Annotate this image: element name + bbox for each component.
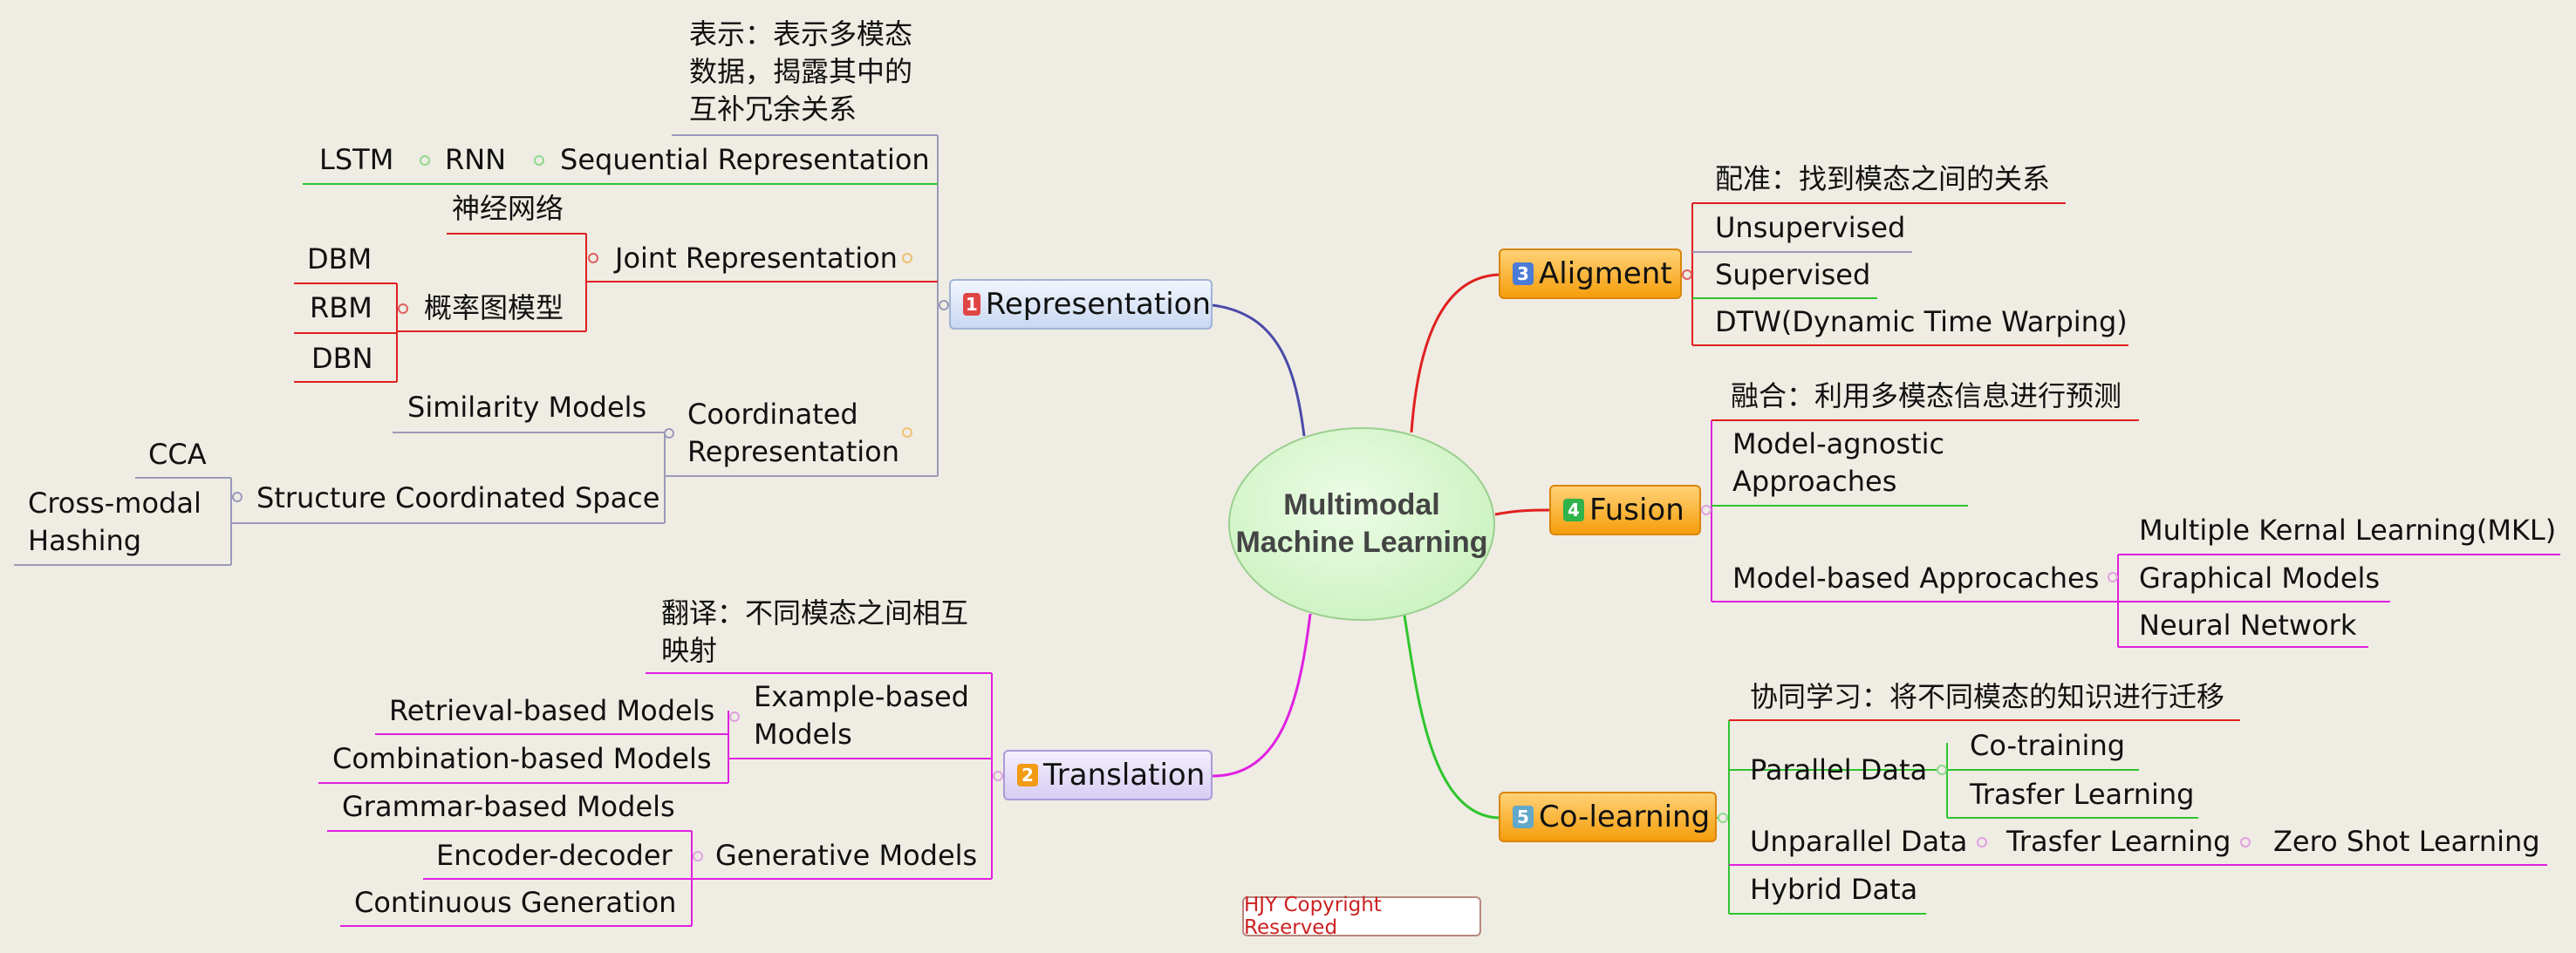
topic-representation-label: Representation xyxy=(985,287,1211,322)
alignment-note: 配准：找到模态之间的关系 xyxy=(1715,162,2051,195)
node-encoder-decoder[interactable]: Encoder-decoder xyxy=(436,839,673,872)
node-dtw[interactable]: DTW(Dynamic Time Warping) xyxy=(1715,305,2128,338)
topic-representation[interactable]: 1 Representation xyxy=(949,279,1213,330)
node-combination-based-models[interactable]: Combination-based Models xyxy=(332,742,712,775)
node-graphical-models[interactable]: Graphical Models xyxy=(2139,562,2381,595)
node-dbn[interactable]: DBN xyxy=(311,342,373,375)
node-unparallel-data[interactable]: Unparallel Data xyxy=(1750,825,1968,858)
node-unsupervised[interactable]: Unsupervised xyxy=(1715,211,1906,244)
node-supervised[interactable]: Supervised xyxy=(1715,258,1871,291)
node-lstm[interactable]: LSTM xyxy=(319,143,394,176)
node-coordinated-representation[interactable]: Coordinated Representation xyxy=(687,398,900,468)
priority-5-icon: 5 xyxy=(1513,806,1534,828)
topic-translation[interactable]: 2 Translation xyxy=(1003,750,1213,800)
topic-colearning[interactable]: 5 Co-learning xyxy=(1499,792,1717,842)
node-mkl[interactable]: Multiple Kernal Learning(MKL) xyxy=(2139,514,2557,547)
node-structure-coordinated-space[interactable]: Structure Coordinated Space xyxy=(256,481,660,514)
node-hybrid-data[interactable]: Hybrid Data xyxy=(1750,873,1918,906)
central-topic-label: Multimodal Machine Learning xyxy=(1235,488,1488,559)
copyright-label: HJY Copyright Reserved xyxy=(1242,894,1481,939)
node-neural-network[interactable]: Neural Network xyxy=(2139,609,2357,642)
representation-note: 表示：表示多模态数据，揭露其中的互补冗余关系 xyxy=(689,17,913,126)
node-parallel-transfer-learning[interactable]: Trasfer Learning xyxy=(1970,778,2195,811)
node-similarity-models[interactable]: Similarity Models xyxy=(407,391,647,424)
topic-fusion-label: Fusion xyxy=(1589,493,1684,528)
node-model-agnostic-approaches[interactable]: Model-agnostic Approaches xyxy=(1732,427,1945,498)
priority-2-icon: 2 xyxy=(1017,764,1038,786)
priority-3-icon: 3 xyxy=(1513,262,1534,285)
node-retrieval-based-models[interactable]: Retrieval-based Models xyxy=(389,694,715,727)
node-parallel-data[interactable]: Parallel Data xyxy=(1750,753,1928,786)
node-cca[interactable]: CCA xyxy=(148,438,207,471)
node-grammar-based-models[interactable]: Grammar-based Models xyxy=(342,790,675,823)
node-neural-network-cn[interactable]: 神经网络 xyxy=(452,192,564,225)
topic-translation-label: Translation xyxy=(1043,758,1206,793)
topic-colearning-label: Co-learning xyxy=(1539,800,1711,834)
node-probabilistic-graphical-model[interactable]: 概率图模型 xyxy=(424,291,564,324)
node-sequential-representation[interactable]: Sequential Representation xyxy=(560,143,930,176)
node-cross-modal-hashing[interactable]: Cross-modal Hashing xyxy=(28,487,202,557)
node-dbm[interactable]: DBM xyxy=(307,242,372,276)
translation-note: 翻译：不同模态之间相互映射 xyxy=(661,596,969,667)
topic-alignment[interactable]: 3 Aligment xyxy=(1499,248,1682,299)
priority-1-icon: 1 xyxy=(963,293,981,316)
topic-alignment-label: Aligment xyxy=(1539,256,1672,291)
node-unparallel-transfer-learning[interactable]: Trasfer Learning xyxy=(2006,825,2231,858)
node-model-based-approaches[interactable]: Model-based Approcaches xyxy=(1732,562,2100,595)
node-rnn[interactable]: RNN xyxy=(445,143,507,176)
topic-fusion[interactable]: 4 Fusion xyxy=(1549,485,1701,535)
node-example-based-models[interactable]: Example-based Models xyxy=(754,680,969,751)
node-rbm[interactable]: RBM xyxy=(310,291,372,324)
colearning-note: 协同学习：将不同模态的知识进行迁移 xyxy=(1750,680,2225,713)
node-zero-shot-learning[interactable]: Zero Shot Learning xyxy=(2273,825,2540,858)
node-continuous-generation[interactable]: Continuous Generation xyxy=(354,886,677,919)
central-topic[interactable]: Multimodal Machine Learning xyxy=(1228,427,1495,621)
node-generative-models[interactable]: Generative Models xyxy=(715,839,978,872)
node-co-training[interactable]: Co-training xyxy=(1970,729,2126,762)
fusion-note: 融合：利用多模态信息进行预测 xyxy=(1731,379,2122,412)
node-joint-representation[interactable]: Joint Representation xyxy=(615,242,898,275)
priority-4-icon: 4 xyxy=(1563,499,1584,521)
